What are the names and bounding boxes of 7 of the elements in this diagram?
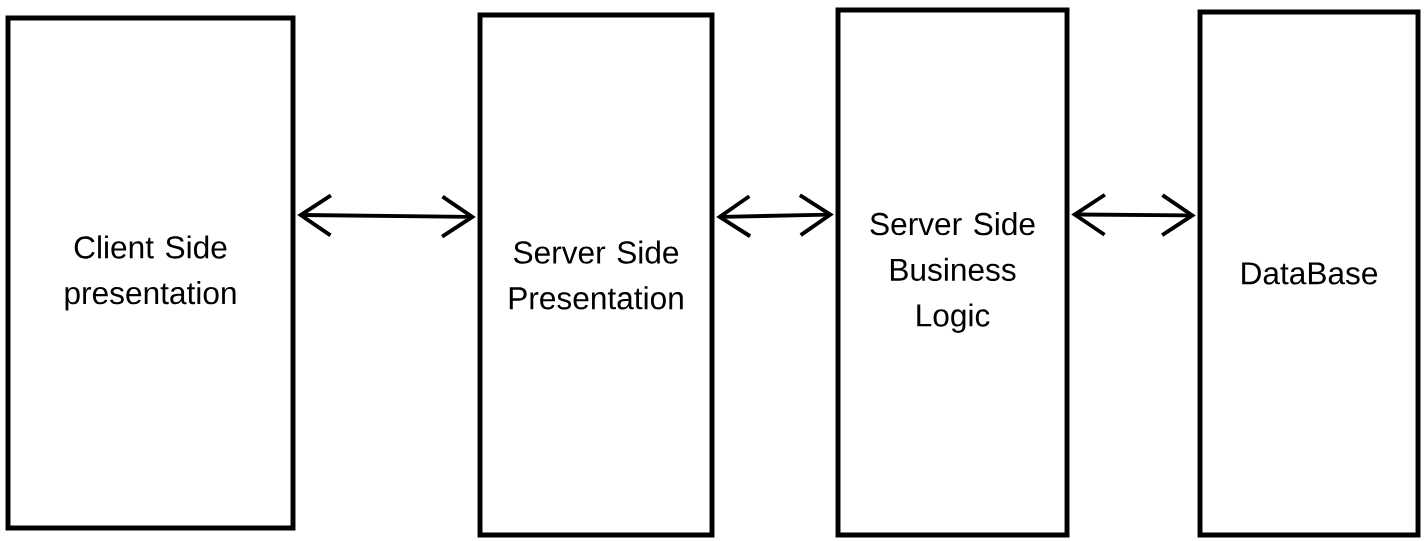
tier-box: Client Side presentation: [5, 15, 296, 531]
double-arrow: [1071, 193, 1196, 237]
tier-box: Server Side Presentation: [477, 12, 715, 538]
double-arrow: [297, 193, 476, 239]
tier-box: DataBase: [1197, 9, 1421, 538]
tier-box: Server Side Business Logic: [835, 7, 1070, 538]
double-arrow: [716, 193, 834, 238]
